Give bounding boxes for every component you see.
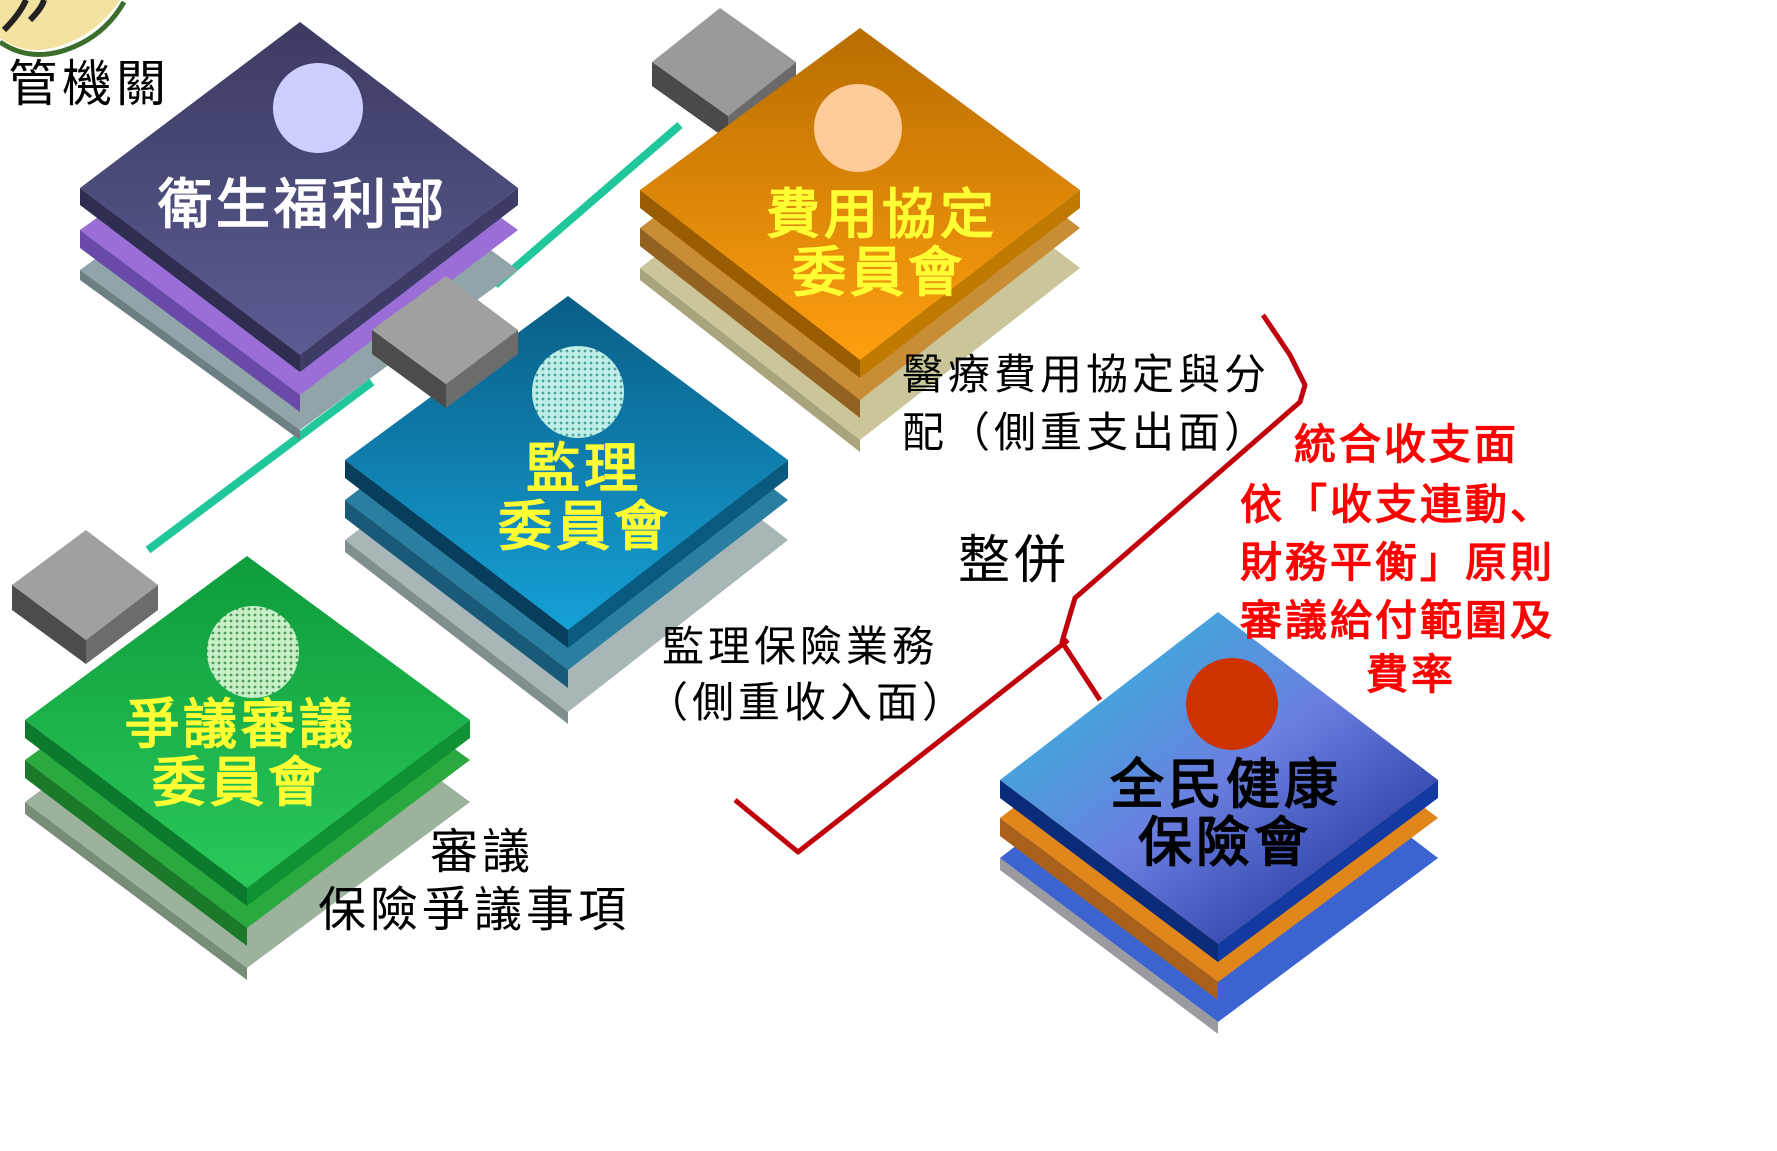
tile-nhi: [1000, 612, 1438, 1034]
nhi-circle-icon: [1186, 658, 1278, 750]
header-partial-label: 管機關: [8, 55, 170, 113]
supervisory-title-line2: 委員會: [498, 494, 672, 558]
connector-line-upper: [492, 121, 683, 289]
supervisory-title-line1: 監理: [526, 436, 642, 500]
nhi-title-line1: 全民健康: [1110, 752, 1342, 816]
dispute-title-line1: 爭議審議: [125, 692, 357, 756]
emblem-icon: [0, 0, 127, 57]
expenditure-note-line2: 配（側重支出面）: [902, 408, 1271, 457]
expenditure-title-line2: 委員會: [792, 240, 966, 304]
dispute-circle-icon: [207, 606, 299, 698]
dispute-note-line2: 保險爭議事項: [318, 882, 631, 938]
red-note-line3: 財務平衡」原則: [1240, 538, 1556, 587]
red-note-line5: 費率: [1366, 650, 1457, 699]
dispute-title-line2: 委員會: [152, 750, 326, 814]
mohw-circle-icon: [273, 63, 363, 153]
connector-block-lower: [12, 530, 158, 664]
tile-dispute: [25, 556, 470, 980]
supervisory-circle-icon: [532, 346, 624, 438]
nhi-title-line2: 保險會: [1138, 810, 1312, 874]
tile-expenditure: [640, 28, 1080, 452]
connector-block-middle: [372, 276, 518, 408]
merge-bracket: [733, 313, 1308, 855]
dispute-note-line1: 審議: [430, 824, 535, 880]
mohw-title: 衛生福利部: [158, 172, 448, 236]
supervisory-note-line1: 監理保險業務: [662, 622, 939, 671]
expenditure-circle-icon: [814, 84, 902, 172]
red-note-line1: 統合收支面: [1294, 420, 1520, 469]
supervisory-note-line2: （側重收入面）: [646, 678, 969, 727]
expenditure-title-line1: 費用協定: [766, 182, 998, 246]
red-note-line4: 審議給付範圍及: [1240, 596, 1556, 645]
merge-label: 整併: [958, 531, 1071, 591]
expenditure-note-line1: 醫療費用協定與分: [902, 350, 1271, 399]
red-note-line2: 依「收支連動、: [1240, 480, 1556, 529]
connector-line-lower: [145, 378, 375, 554]
tile-supervisory: [345, 296, 788, 724]
